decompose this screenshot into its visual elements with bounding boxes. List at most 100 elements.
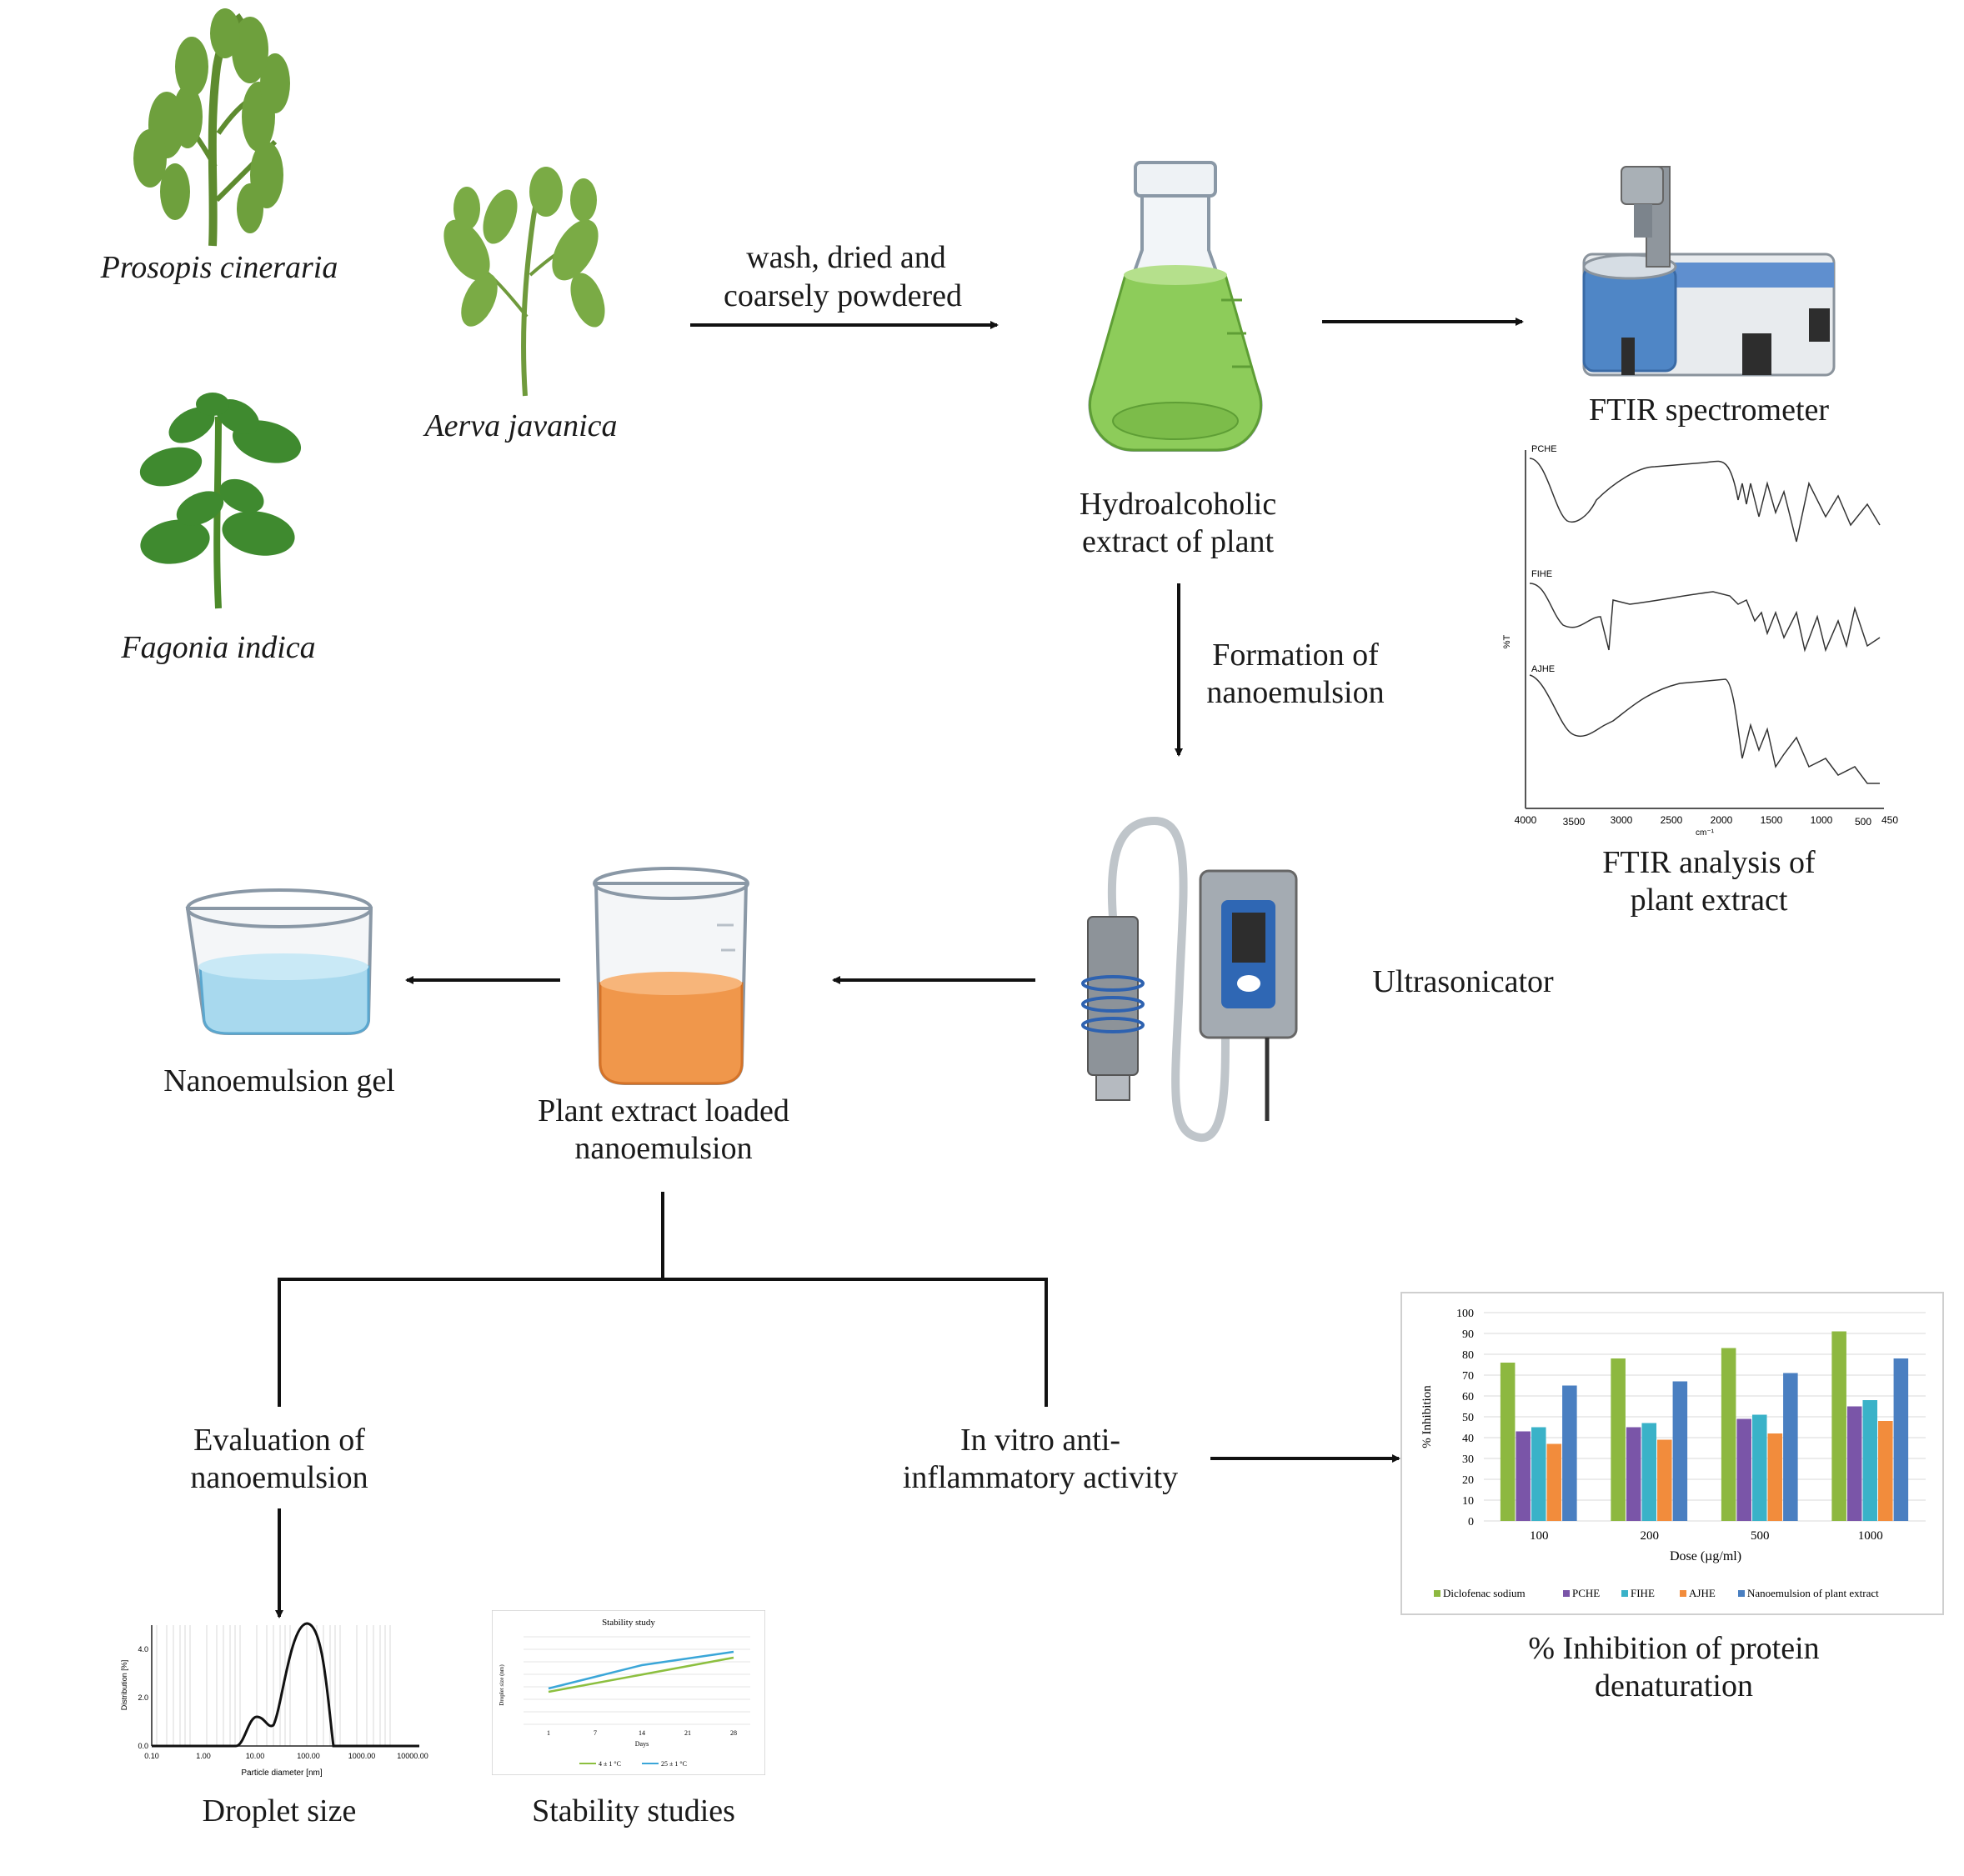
bar-1-1 — [1626, 1427, 1641, 1521]
bar-xtick: 200 — [1641, 1529, 1660, 1543]
label-formation-line1: Formation of — [1212, 638, 1379, 673]
bar-1-3 — [1846, 1406, 1862, 1521]
fagonia-plant-icon — [139, 393, 302, 609]
label-evaluation-line1: Evaluation of — [193, 1423, 365, 1458]
label-wash-line2: coarsely powdered — [724, 278, 962, 313]
bar-0-2 — [1721, 1348, 1736, 1521]
stability-study-plot: Stability study 1 7 14 21 28 Days Drople… — [492, 1610, 765, 1775]
branch-connector — [278, 1192, 1048, 1407]
bar-1-0 — [1516, 1431, 1531, 1521]
label-loaded-line2: nanoemulsion — [574, 1131, 753, 1166]
ftir-trace-pche — [1529, 458, 1881, 543]
label-droplet: Droplet size — [202, 1793, 357, 1828]
stability-xtick: 7 — [594, 1729, 597, 1737]
label-ftir-spectrometer: FTIR spectrometer — [1588, 393, 1830, 428]
legend-label: FIHE — [1631, 1587, 1655, 1599]
ftir-trace-label-1: FIHE — [1531, 569, 1552, 579]
bar-xlabel: Dose (µg/ml) — [1670, 1549, 1741, 1563]
label-prosopis: Prosopis cineraria — [100, 250, 338, 285]
legend-label: Nanoemulsion of plant extract — [1747, 1587, 1879, 1599]
bar-3-2 — [1767, 1433, 1783, 1521]
droplet-ytick: 2.0 — [138, 1693, 148, 1702]
erlenmeyer-flask-icon — [1088, 161, 1263, 452]
label-ftir-analysis-line2: plant extract — [1630, 883, 1788, 918]
legend-label: Diclofenac sodium — [1443, 1587, 1526, 1599]
label-formation-line2: nanoemulsion — [1206, 675, 1385, 710]
bar-2-3 — [1862, 1400, 1878, 1521]
legend-swatch — [1738, 1590, 1745, 1597]
bar-ytick: 40 — [1462, 1433, 1474, 1445]
stability-xtick: 1 — [547, 1729, 550, 1737]
bar-ytick: 100 — [1456, 1308, 1474, 1320]
ftir-tick: 4000 — [1515, 814, 1537, 826]
droplet-xtick: 10.00 — [246, 1752, 265, 1760]
droplet-xlabel: Particle diameter [nm] — [241, 1768, 322, 1778]
bar-ytick: 20 — [1462, 1474, 1474, 1487]
stability-xtick: 28 — [730, 1729, 737, 1737]
bar-0-0 — [1500, 1363, 1516, 1521]
bar-ytick: 80 — [1462, 1349, 1474, 1362]
ftir-trace-ajhe — [1529, 674, 1880, 784]
stability-xtick: 21 — [684, 1729, 691, 1737]
ftir-xunit: cm⁻¹ — [1696, 828, 1715, 838]
bar-0-3 — [1831, 1331, 1846, 1521]
label-extract-line1: Hydroalcoholic — [1079, 487, 1277, 522]
label-gel: Nanoemulsion gel — [163, 1063, 395, 1098]
bar-3-3 — [1878, 1421, 1893, 1521]
bar-2-2 — [1751, 1414, 1767, 1521]
label-invitro-line2: inflammatory activity — [902, 1460, 1179, 1495]
bar-xtick: 100 — [1530, 1529, 1549, 1543]
bar-xtick: 500 — [1751, 1529, 1770, 1543]
bar-3-1 — [1657, 1439, 1672, 1521]
bar-ylabel: % Inhibition — [1420, 1385, 1434, 1448]
inhibition-bar-chart: 0 10 20 30 40 50 60 70 80 90 100 100 200 500 1000 % I… — [1400, 1292, 1944, 1615]
bar-4-2 — [1783, 1373, 1798, 1521]
bar-ytick: 50 — [1462, 1412, 1474, 1424]
bar-ytick: 70 — [1462, 1370, 1474, 1383]
bar-ytick: 30 — [1462, 1453, 1474, 1466]
stability-xtick: 14 — [639, 1729, 645, 1737]
ftir-spectra-plot: %T PCHE FIHE AJHE 4000 3500 3000 2500 20… — [1502, 444, 1899, 838]
label-inhibition-line2: denaturation — [1595, 1668, 1753, 1703]
bar-ytick: 0 — [1468, 1516, 1474, 1528]
bar-1-2 — [1736, 1418, 1751, 1521]
bar-ytick: 60 — [1462, 1391, 1474, 1403]
ftir-trace-label-2: AJHE — [1531, 664, 1555, 674]
legend-swatch — [1621, 1590, 1628, 1597]
stability-legend-4c: 4 ± 1 °C — [599, 1760, 621, 1768]
stability-series-25c — [548, 1650, 734, 1690]
label-fagonia: Fagonia indica — [121, 630, 316, 665]
ftir-trace-fihe — [1529, 583, 1881, 653]
stability-xlabel: Days — [635, 1740, 649, 1748]
droplet-xtick: 10000.00 — [397, 1752, 428, 1760]
droplet-size-plot: 0.0 2.0 4.0 0.10 1.00 10.00 100.00 1000.… — [120, 1622, 428, 1778]
ftir-ylabel: %T — [1502, 634, 1512, 648]
stability-series-4c — [548, 1656, 734, 1693]
ftir-tick: 2000 — [1711, 814, 1733, 826]
label-extract-line2: extract of plant — [1081, 524, 1275, 559]
droplet-distribution-curve — [152, 1622, 419, 1748]
ftir-tick: 3000 — [1611, 814, 1633, 826]
ftir-tick: 1500 — [1761, 814, 1783, 826]
legend-swatch — [1680, 1590, 1686, 1597]
bar-ytick: 10 — [1462, 1495, 1474, 1508]
bar-ytick: 90 — [1462, 1328, 1474, 1341]
ftir-x-ticks: 4000 3500 3000 2500 2000 1500 1000 500 4… — [1515, 814, 1899, 828]
label-invitro-line1: In vitro anti- — [959, 1423, 1121, 1458]
legend-label: PCHE — [1572, 1587, 1600, 1599]
droplet-ylabel: Distribution [%] — [120, 1660, 128, 1711]
label-ftir-analysis-line1: FTIR analysis of — [1602, 845, 1816, 880]
gel-dish-icon — [185, 888, 373, 1035]
bar-3-0 — [1546, 1443, 1562, 1521]
bar-4-0 — [1562, 1385, 1577, 1521]
label-loaded-line1: Plant extract loaded — [538, 1093, 789, 1128]
stability-title: Stability study — [602, 1618, 655, 1628]
bar-xtick: 1000 — [1858, 1529, 1883, 1543]
droplet-xtick: 0.10 — [144, 1752, 159, 1760]
ftir-tick: 3500 — [1563, 816, 1586, 828]
orange-beaker-icon — [593, 867, 749, 1085]
legend-label: AJHE — [1689, 1587, 1716, 1599]
droplet-xtick: 1.00 — [196, 1752, 211, 1760]
bar-0-1 — [1611, 1358, 1626, 1521]
